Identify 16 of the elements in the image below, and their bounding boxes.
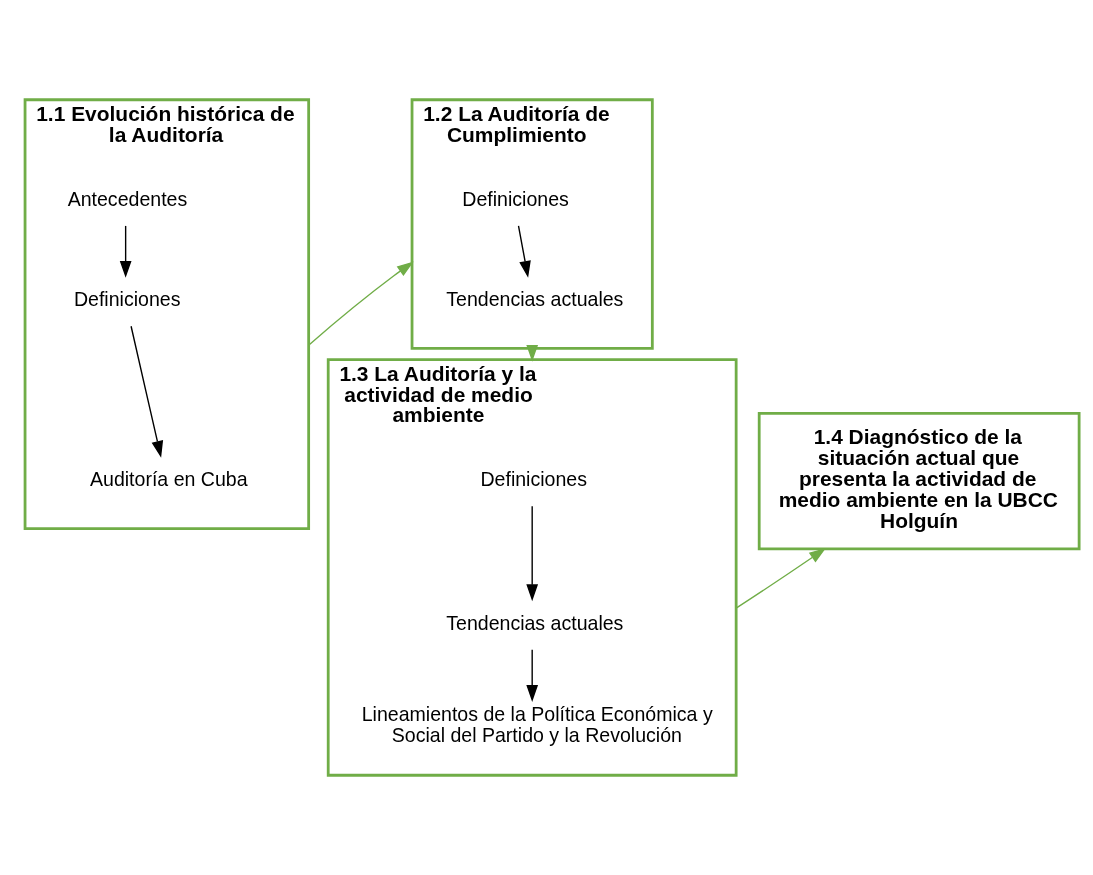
arrow	[526, 649, 539, 702]
arrow	[130, 325, 164, 458]
node-text: Auditoría en Cuba	[90, 468, 248, 491]
node-text: Definiciones	[480, 468, 587, 491]
node-box: 1.4 Diagnóstico de la situación actual que presenta la actividad de medio ambiente en la UBCC Holguín	[757, 412, 1081, 551]
arrow	[735, 548, 826, 609]
node-text: Lineamientos de la Política Económica y Social del Partido y la Revolución	[361, 703, 713, 746]
arrow	[526, 505, 539, 602]
node-text: Definiciones	[73, 288, 181, 311]
arrow	[517, 225, 531, 278]
node-text: Tendencias actuales	[446, 611, 624, 634]
node-text: Tendencias actuales	[446, 288, 624, 311]
node-text: Definiciones	[462, 187, 569, 210]
arrow	[307, 261, 414, 346]
arrow	[119, 225, 132, 278]
node-text: Antecedentes	[67, 187, 188, 210]
